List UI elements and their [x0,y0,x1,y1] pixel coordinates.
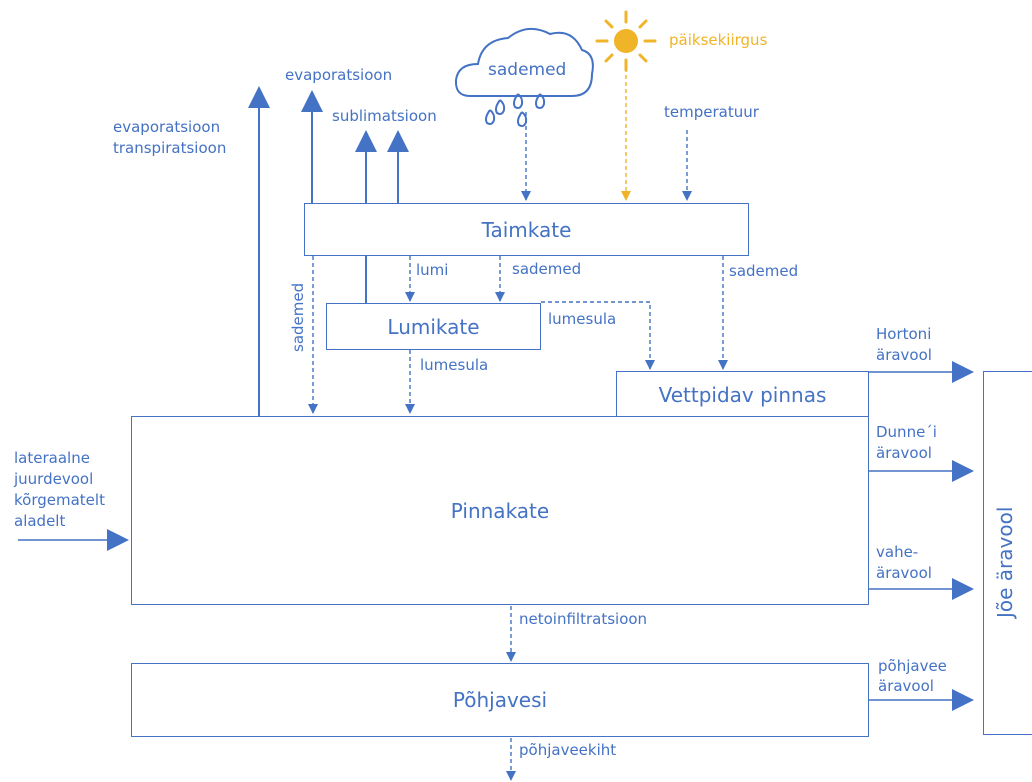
lateral-label-2: juurdevool [14,470,94,488]
evap-transp-label-2: transpiratsioon [113,139,227,157]
dunne-label-2: äravool [876,444,932,462]
lumesula-below-label: lumesula [420,356,489,374]
lumesula-right-label: lumesula [548,310,617,328]
evap-transp-label-1: evaporatsioon [113,118,221,136]
sun-icon [595,10,657,72]
hortoni-label-2: äravool [876,346,932,364]
pohjavee-label-1: põhjavee [878,657,947,675]
taimkate-label: Taimkate [481,217,572,242]
lumikate-label: Lumikate [387,314,480,339]
pinnakate-label: Pinnakate [450,498,550,523]
lateral-label-4: aladelt [14,512,66,530]
vahe-label-1: vahe- [876,543,919,561]
raindrops-icon [485,93,546,127]
netoinfiltratsioon-label: netoinfiltratsioon [519,610,648,628]
sademed-mid-label: sademed [512,260,582,278]
pohjavee-label-2: äravool [878,677,934,695]
sademed-left-label: sademed [289,282,307,352]
taimkate-box: Taimkate [304,203,749,256]
paikesekiirgus-label: päiksekiirgus [669,31,768,49]
lumikate-box: Lumikate [326,303,541,350]
cloud-icon [454,27,594,97]
lateral-label-1: lateraalne [14,449,90,467]
joe-label: Jõe äravool [993,506,1017,618]
joe-box [983,371,1032,735]
sademed-cloud-label: sademed [488,60,567,80]
sublimatsioon-label: sublimatsioon [332,107,437,125]
pohjavesi-label: Põhjavesi [452,688,548,712]
hortoni-label-1: Hortoni [876,325,932,343]
evaporatsioon-label: evaporatsioon [285,66,393,84]
arrow-lumesula-right [541,301,655,370]
dunne-label-1: Dunne´i [876,423,937,441]
vettpidav-label: Vettpidav pinnas [658,382,827,407]
pinnakate-box: Pinnakate [131,416,869,605]
vahe-label-2: äravool [876,564,932,582]
pohjavesi-box: Põhjavesi [131,663,869,737]
lumi-label: lumi [416,261,449,279]
lateral-label-3: kõrgematelt [14,491,105,509]
pohjaveekiht-label: põhjaveekiht [519,741,617,759]
vettpidav-box: Vettpidav pinnas [616,371,869,417]
temperatuur-label: temperatuur [664,103,759,121]
sademed-right-label: sademed [729,262,799,280]
